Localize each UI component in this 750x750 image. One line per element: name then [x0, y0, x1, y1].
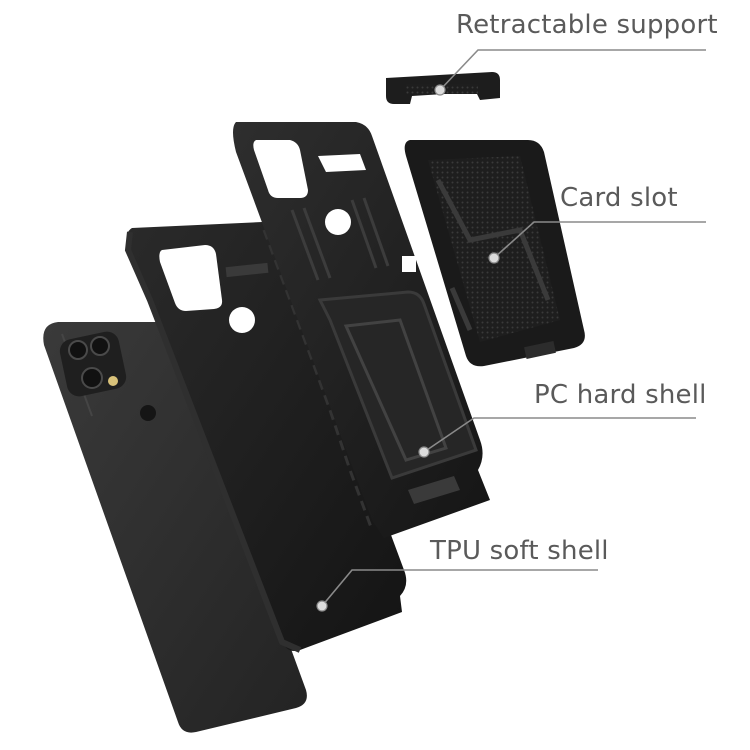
- leader-pc: [423, 417, 696, 453]
- camera-module: [59, 331, 127, 397]
- label-pc-hard-shell: PC hard shell: [534, 380, 707, 410]
- leader-lines: [321, 49, 706, 607]
- pc-hard-shell: [233, 122, 490, 538]
- brand-embossing: [225, 262, 269, 278]
- phone-body: [43, 322, 307, 733]
- label-tpu-soft-shell: TPU soft shell: [430, 536, 609, 566]
- leader-tpu: [321, 569, 598, 607]
- tpu-soft-shell: [124, 222, 407, 653]
- callout-dots: [316, 84, 500, 612]
- label-card-slot: Card slot: [560, 183, 678, 213]
- sim-cutout: [402, 256, 416, 272]
- leader-card: [493, 221, 706, 259]
- leader-support: [439, 49, 706, 91]
- fingerprint-sensor: [140, 405, 156, 421]
- label-retractable-support: Retractable support: [456, 10, 718, 40]
